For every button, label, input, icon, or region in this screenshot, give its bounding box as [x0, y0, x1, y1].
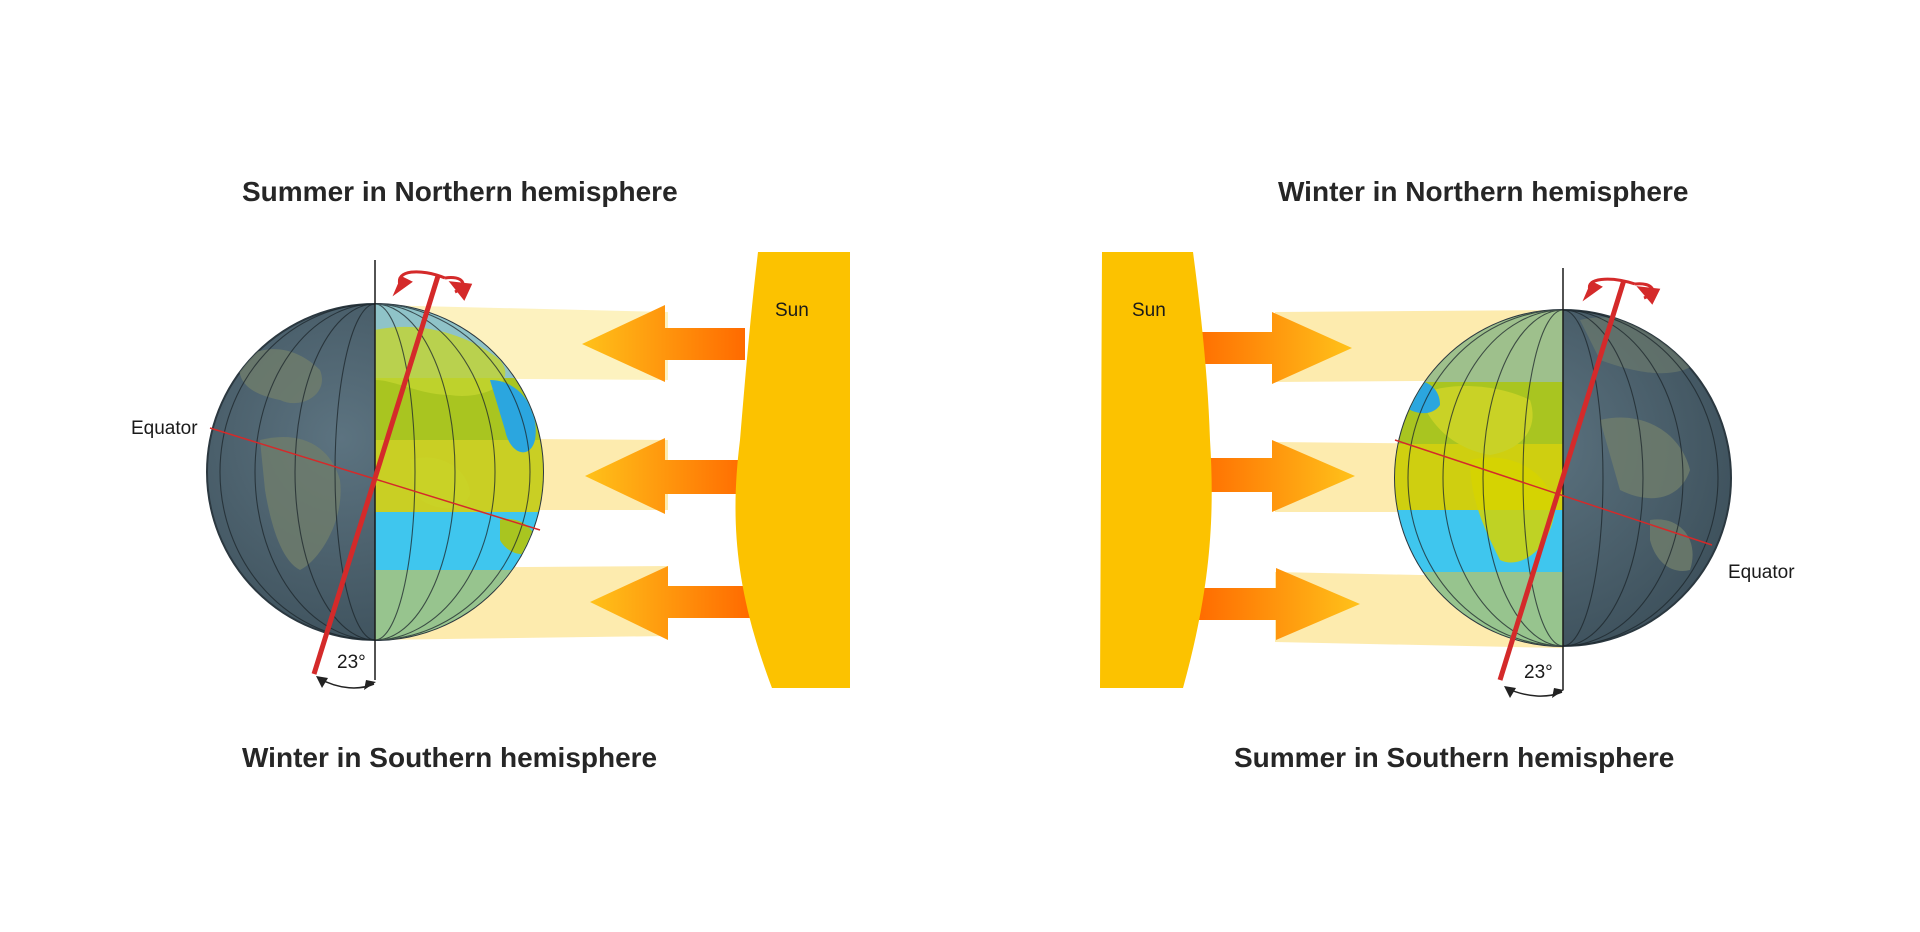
tilt-angle: [316, 676, 376, 690]
left-top-title: Summer in Northern hemisphere: [242, 176, 678, 207]
right-tilt-label: 23°: [1524, 662, 1553, 683]
sunlight-arrow: [582, 305, 745, 382]
tilt-angle: [1504, 686, 1564, 698]
left-equator-label: Equator: [131, 418, 198, 439]
right-bottom-title: Summer in Southern hemisphere: [1234, 742, 1675, 773]
rotation-arrow-icon: [1582, 277, 1661, 305]
sun-shape-left: [735, 252, 850, 688]
sunlight-arrow: [590, 566, 750, 640]
rotation-axis: [311, 275, 441, 675]
right-equator-label: Equator: [1728, 562, 1795, 583]
sunlight-arrow: [1190, 312, 1352, 384]
right-top-title: Winter in Northern hemisphere: [1278, 176, 1689, 207]
sunlight-arrow: [1196, 568, 1360, 640]
left-tilt-label: 23°: [337, 652, 366, 673]
sunlight-arrow: [585, 438, 748, 514]
left-sun-label: Sun: [775, 300, 809, 321]
left-bottom-title: Winter in Southern hemisphere: [242, 742, 658, 773]
sunlight-arrow: [1193, 440, 1355, 512]
left-panel: 23° Equator Sun: [131, 252, 850, 690]
right-panel: 23° Equator Sun: [1100, 252, 1795, 698]
right-sun-label: Sun: [1132, 300, 1166, 321]
sun-shape-right: [1100, 252, 1212, 688]
rotation-arrow-icon: [392, 270, 473, 301]
rotation-axis: [1497, 279, 1627, 681]
